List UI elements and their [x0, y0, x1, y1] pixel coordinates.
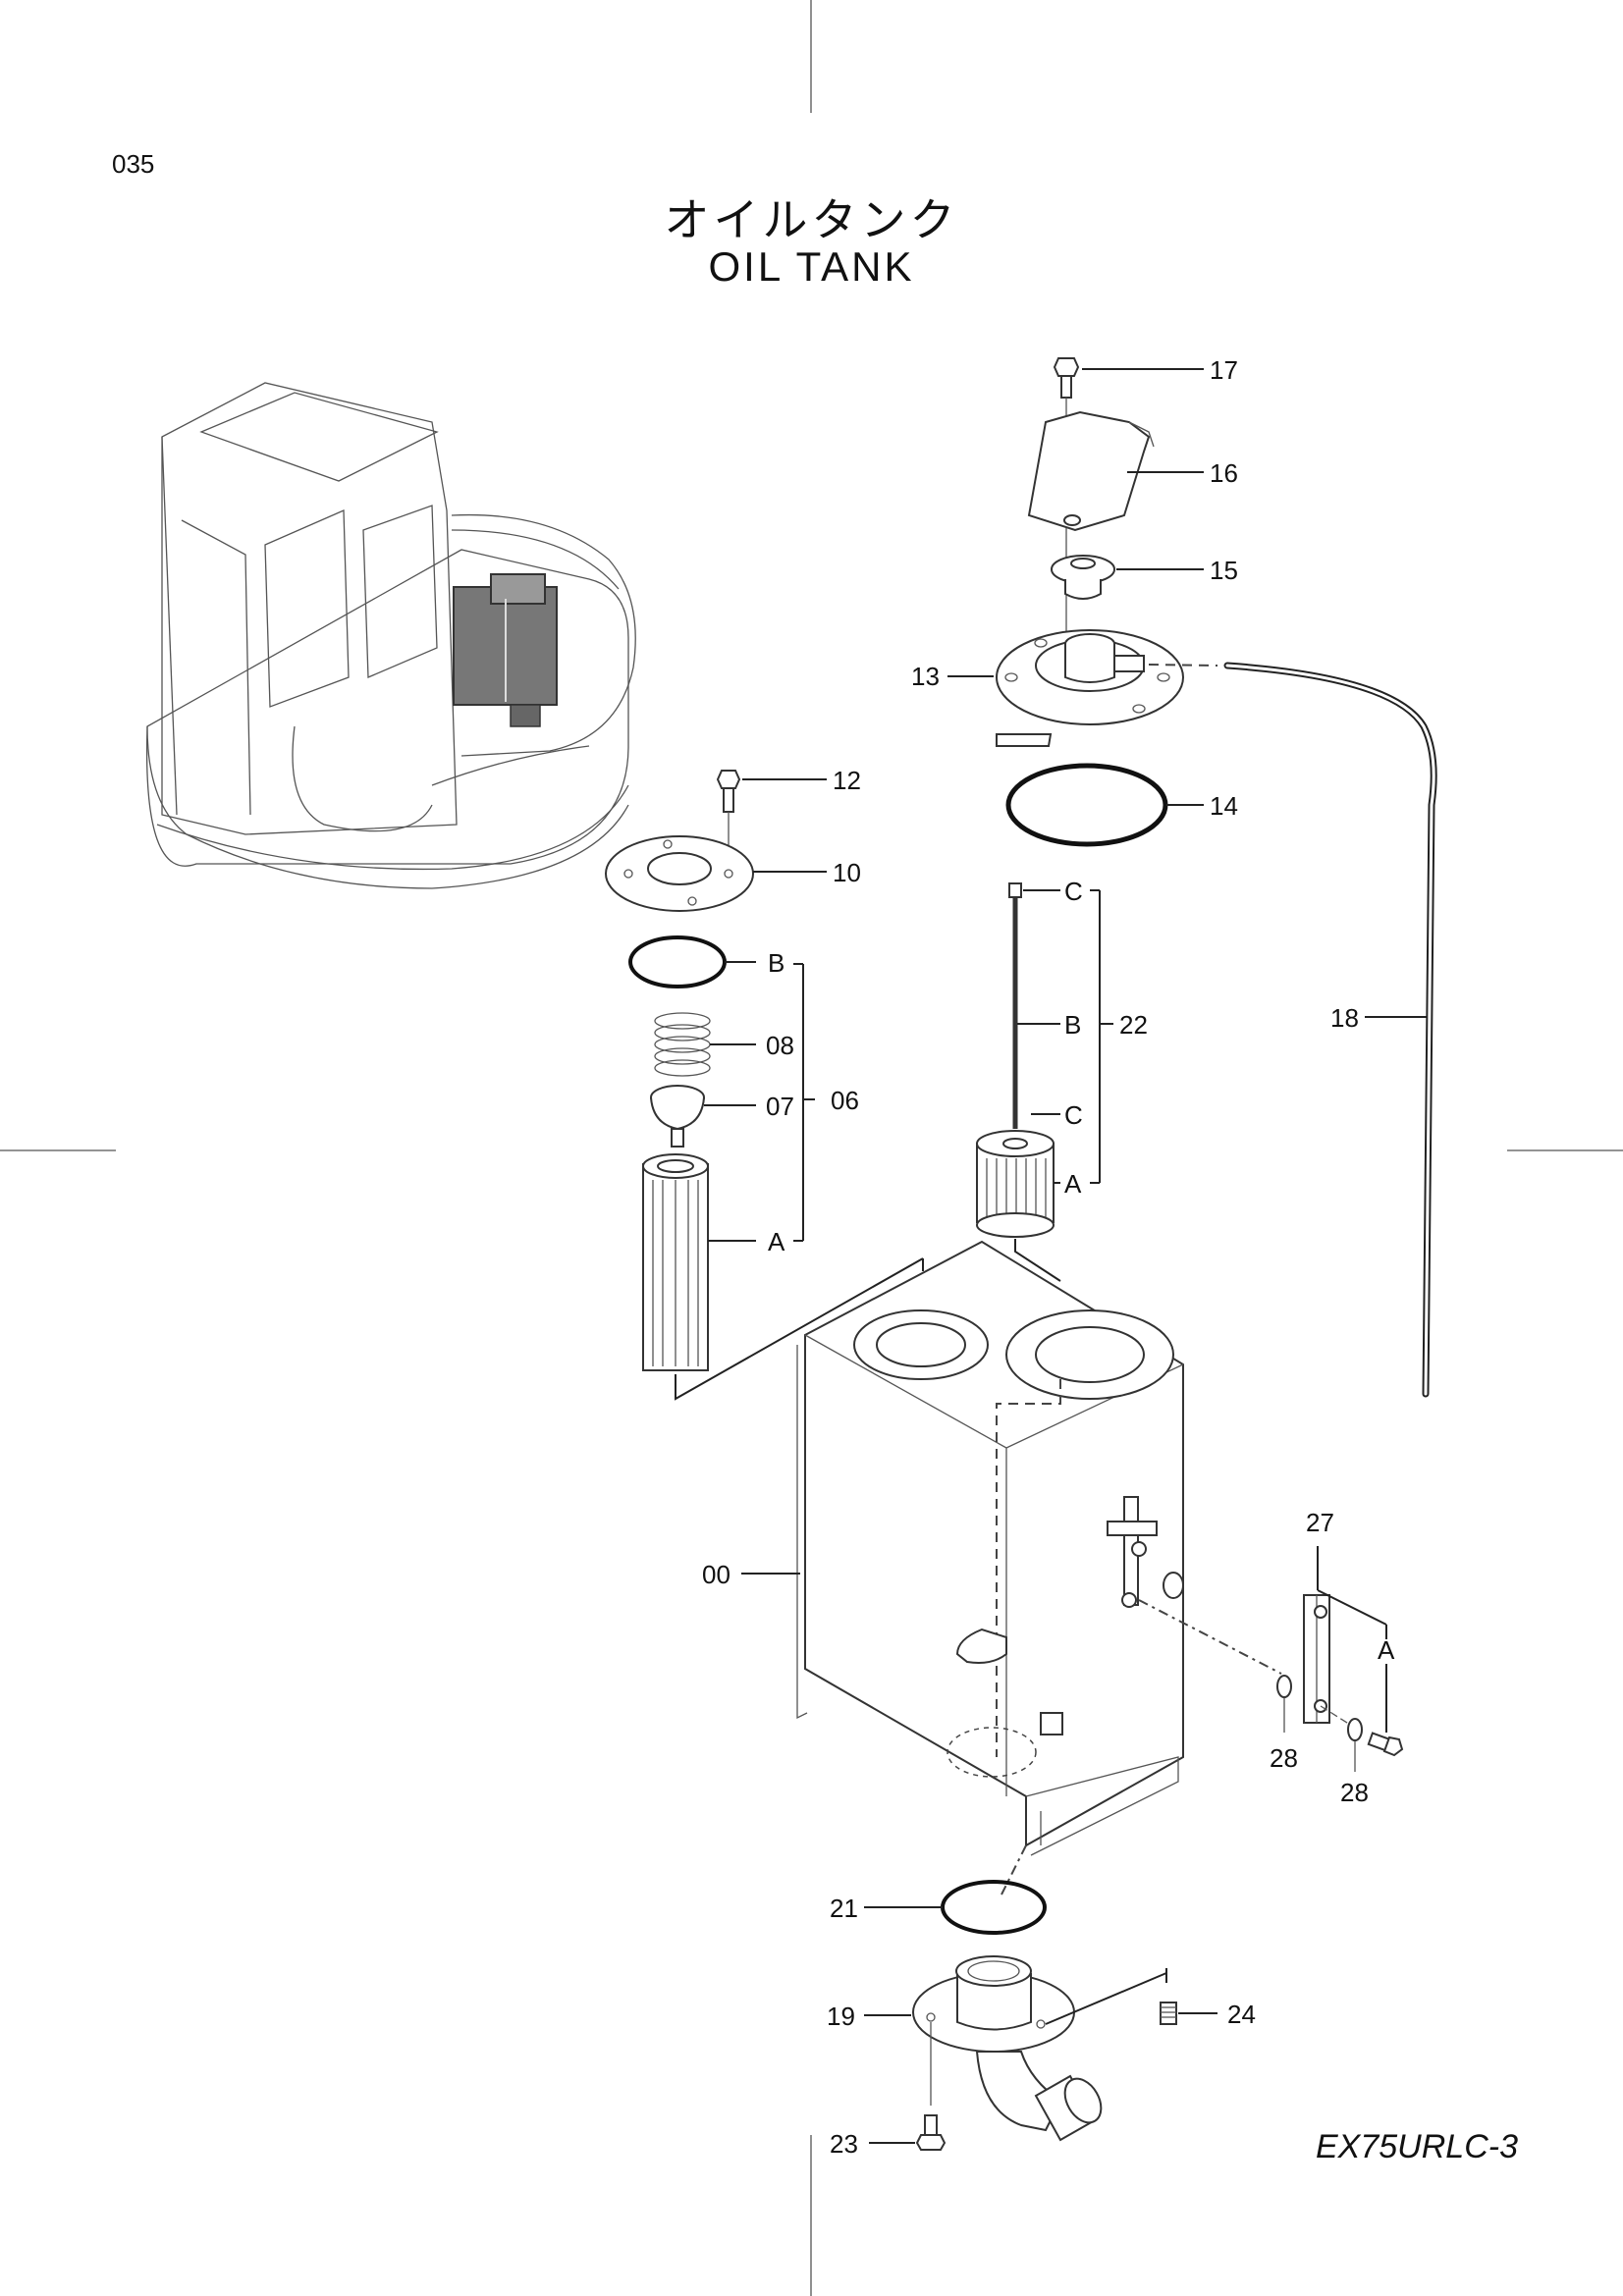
callout-15: 15 — [1210, 556, 1238, 585]
page-title-english: OIL TANK — [708, 243, 915, 290]
strainer-element — [976, 1130, 1055, 1238]
page-title-japanese: オイルタンク — [664, 193, 959, 246]
part-18-hose — [1223, 662, 1437, 1398]
callout-13: 13 — [911, 662, 940, 691]
tank-bracket — [1107, 1496, 1184, 1608]
sub-label-a-27: A — [1378, 1635, 1395, 1665]
part-16-cover — [1027, 410, 1204, 532]
callout-21: 21 — [830, 1894, 858, 1923]
callout-08: 08 — [766, 1031, 794, 1060]
model-code: EX75URLC-3 — [1316, 2128, 1518, 2165]
callout-00: 00 — [702, 1560, 730, 1589]
part-21-o-ring — [864, 1880, 1047, 1935]
callout-10: 10 — [833, 858, 861, 887]
part-12-bolt — [716, 770, 827, 864]
part-24-plug — [1160, 2002, 1217, 2025]
callout-27: 27 — [1306, 1508, 1334, 1537]
callout-28-lower: 28 — [1340, 1778, 1369, 1807]
callout-16: 16 — [1210, 458, 1238, 488]
callout-12: 12 — [833, 766, 861, 795]
callout-22: 22 — [1119, 1010, 1148, 1040]
gauge-bolt — [1367, 1732, 1404, 1757]
callout-28-upper: 28 — [1270, 1743, 1298, 1773]
sub-label-a-22: A — [1064, 1169, 1082, 1199]
part-28-washer-lower — [1347, 1718, 1363, 1772]
part-19-suction-pipe — [864, 1955, 1167, 2142]
part-00-oil-tank — [741, 1240, 1282, 1896]
part-08-spring — [654, 1012, 756, 1077]
part-27-level-gauge — [1303, 1546, 1404, 1757]
part-14-o-ring — [1005, 763, 1204, 847]
excavator-location-illustration — [145, 382, 636, 889]
part-07-valve — [650, 1085, 756, 1148]
callout-18: 18 — [1330, 1003, 1359, 1033]
callout-19: 19 — [827, 2002, 855, 2031]
callout-24: 24 — [1227, 2000, 1256, 2029]
part-06-filter-assembly — [628, 935, 924, 1401]
sub-label-a-06: A — [768, 1227, 785, 1256]
callout-06: 06 — [831, 1086, 859, 1115]
part-28-washer-upper — [1276, 1675, 1292, 1733]
sub-label-b-06: B — [768, 948, 784, 978]
part-13-flange — [947, 629, 1218, 747]
part-10-cover-plate — [605, 835, 827, 912]
page-number: 035 — [112, 149, 155, 179]
part-23-bolt — [869, 2022, 947, 2151]
callout-14: 14 — [1210, 791, 1238, 821]
callout-17: 17 — [1210, 355, 1238, 385]
callout-23: 23 — [830, 2129, 858, 2159]
sub-label-c-22-top: C — [1064, 877, 1083, 906]
part-15-cap — [1051, 555, 1204, 600]
filter-element — [642, 1153, 756, 1371]
sub-label-b-22: B — [1064, 1010, 1081, 1040]
callout-07: 07 — [766, 1092, 794, 1121]
sub-label-c-22-mid: C — [1064, 1100, 1083, 1130]
part-22-strainer-assembly — [976, 882, 1113, 1282]
